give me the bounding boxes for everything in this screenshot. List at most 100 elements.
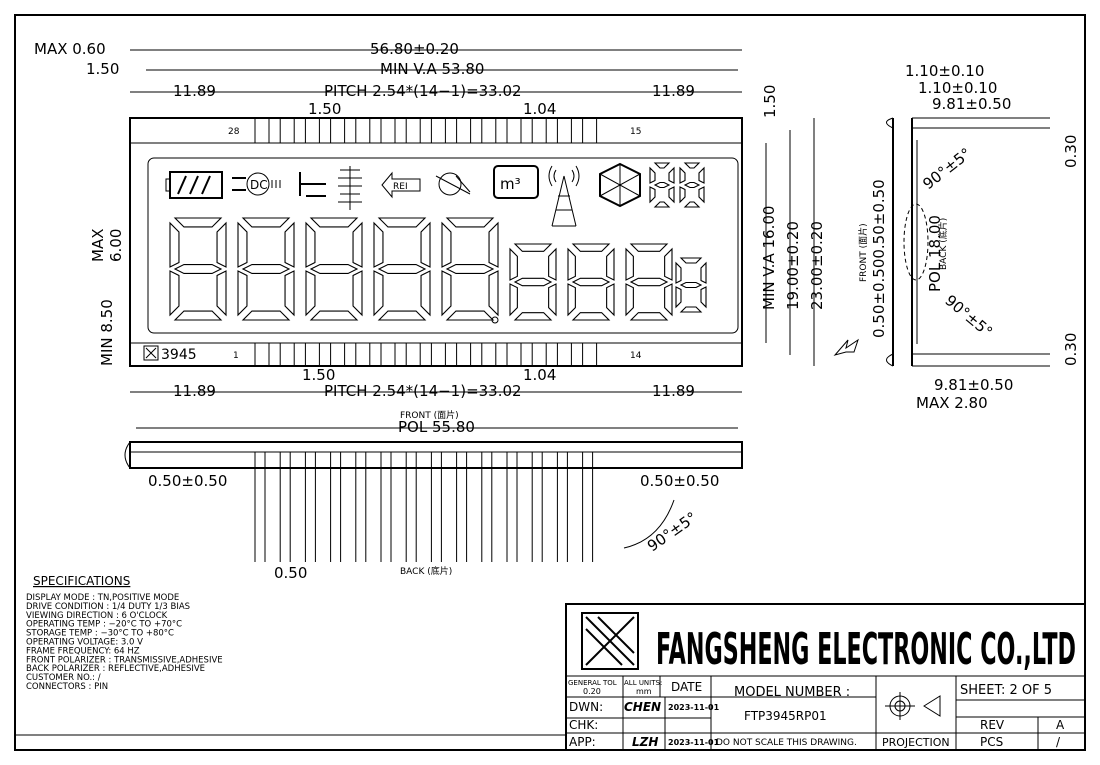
front-angle-arc xyxy=(623,499,675,549)
front-pol-width: POL 55.80 xyxy=(398,418,475,436)
spec-line: FRONT POLARIZER : TRANSMISSIVE,ADHESIVE xyxy=(26,655,223,665)
lcd-segment xyxy=(352,221,363,268)
heater-icon xyxy=(338,166,362,210)
specifications: SPECIFICATIONS DISPLAY MODE : TN,POSITIV… xyxy=(26,574,223,692)
lcd-segment xyxy=(216,270,227,317)
lcd-segment xyxy=(675,261,682,284)
dim-max-thickness: MAX 0.60 xyxy=(34,40,106,58)
spec-line: CUSTOMER NO.: / xyxy=(26,673,101,683)
front-pin xyxy=(506,452,518,562)
front-view: FRONT (面片) POL 55.80 0.50±0.50 0.50±0.50… xyxy=(124,409,743,582)
lcd-segment xyxy=(513,243,553,252)
dwn-label: DWN: xyxy=(569,700,603,714)
front-pin xyxy=(556,452,568,562)
lcd-segment xyxy=(241,310,291,321)
side-angle-bottom: 90°±5° xyxy=(941,291,996,341)
dim-va-height: MIN V.A 16.00 xyxy=(760,206,778,310)
top-view: 28 15 1 14 3945 DC REI xyxy=(34,40,859,400)
dim-min-va: MIN V.A 53.80 xyxy=(380,60,484,78)
lcd-segment xyxy=(284,221,295,268)
pin xyxy=(556,117,572,144)
pin xyxy=(254,117,270,144)
svg-text:DC: DC xyxy=(250,178,268,192)
lcd-segment xyxy=(629,277,669,287)
lcd-segment xyxy=(649,186,656,204)
lcd-segment xyxy=(567,247,576,281)
general-tol-value: 0.20 xyxy=(583,687,601,696)
spec-line: CONNECTORS : PIN xyxy=(26,682,108,692)
pin xyxy=(506,117,522,144)
lcd-segment xyxy=(352,270,363,317)
side-dim-b: 1.10±0.10 xyxy=(918,79,997,97)
lcd-segment xyxy=(509,247,518,281)
lcd-segment xyxy=(629,312,669,321)
lcd-segment xyxy=(241,217,291,228)
pin xyxy=(556,342,572,367)
lcd-segment xyxy=(373,270,384,317)
dwn-date: 2023-11-01 xyxy=(668,703,720,712)
front-left-offset: 0.50±0.50 xyxy=(148,472,227,490)
sheet-border xyxy=(14,14,1086,751)
lcd-segment xyxy=(606,247,615,281)
spec-line: BACK POLARIZER : REFLECTIVE,ADHESIVE xyxy=(26,664,205,674)
lcd-segment xyxy=(377,263,427,275)
pin xyxy=(405,117,421,144)
part-mark-glyph xyxy=(145,347,157,359)
pin xyxy=(430,342,446,367)
lcd-segment xyxy=(679,281,703,289)
lcd-segment xyxy=(649,166,656,184)
pin xyxy=(430,117,446,144)
lcd-segment xyxy=(305,270,316,317)
pin xyxy=(279,342,295,367)
front-pin xyxy=(279,452,291,562)
pin-label-28: 28 xyxy=(228,127,240,137)
dim-outer-height: 23.00±0.20 xyxy=(808,221,826,310)
spec-line: DISPLAY MODE : TN,POSITIVE MODE xyxy=(26,593,179,603)
lcd-segment xyxy=(683,181,701,189)
lcd-segment xyxy=(445,217,495,228)
dim-right-edge-gap: 1.50 xyxy=(761,85,779,118)
lcd-segment xyxy=(173,310,223,321)
side-angle-top: 90°±5° xyxy=(919,144,974,193)
lcd-segment xyxy=(173,263,223,275)
lcd-segment xyxy=(548,283,557,317)
front-angle: 90°±5° xyxy=(644,508,700,555)
side-dim-d: 9.81±0.50 xyxy=(934,376,1013,394)
pin xyxy=(456,117,472,144)
front-pin xyxy=(380,452,392,562)
pin xyxy=(531,342,547,367)
antenna-signal-icon xyxy=(548,165,580,227)
lcd-segment xyxy=(548,247,557,281)
cubic-meter-icon: m³ xyxy=(493,165,539,199)
pin xyxy=(330,117,346,144)
front-pin xyxy=(355,452,367,562)
pin xyxy=(304,117,320,144)
lcd-segment xyxy=(173,217,223,228)
svg-text:m³: m³ xyxy=(500,175,521,193)
dim-pin-width-bottom: 1.04 xyxy=(523,366,556,384)
dim-pin-end-left-top: 11.89 xyxy=(173,82,216,100)
front-pin xyxy=(481,452,493,562)
viewing-area xyxy=(147,157,739,334)
pinwheel-icon xyxy=(599,162,641,208)
pin xyxy=(254,342,270,367)
dim-pin-width-top: 1.04 xyxy=(523,100,556,118)
side-back-label: BACK (底片) xyxy=(937,218,949,270)
lcd-segment xyxy=(625,283,634,317)
lcd-segment xyxy=(237,221,248,268)
pin xyxy=(456,342,472,367)
lcd-segment xyxy=(668,166,675,184)
spec-line: DRIVE CONDITION : 1/4 DUTY 1/3 BIAS xyxy=(26,602,190,612)
lcd-segment xyxy=(571,277,611,287)
lcd-segment xyxy=(309,263,359,275)
app-name: LZH xyxy=(632,735,658,749)
dc-power-icon: DC xyxy=(232,172,281,196)
front-seal xyxy=(124,441,131,469)
dim-min-offset: MIN 8.50 xyxy=(98,299,116,366)
front-pin-width: 0.50 xyxy=(274,564,307,582)
pin xyxy=(279,117,295,144)
pin xyxy=(355,117,371,144)
lcd-segment xyxy=(606,283,615,317)
faucet-icon xyxy=(299,172,326,197)
